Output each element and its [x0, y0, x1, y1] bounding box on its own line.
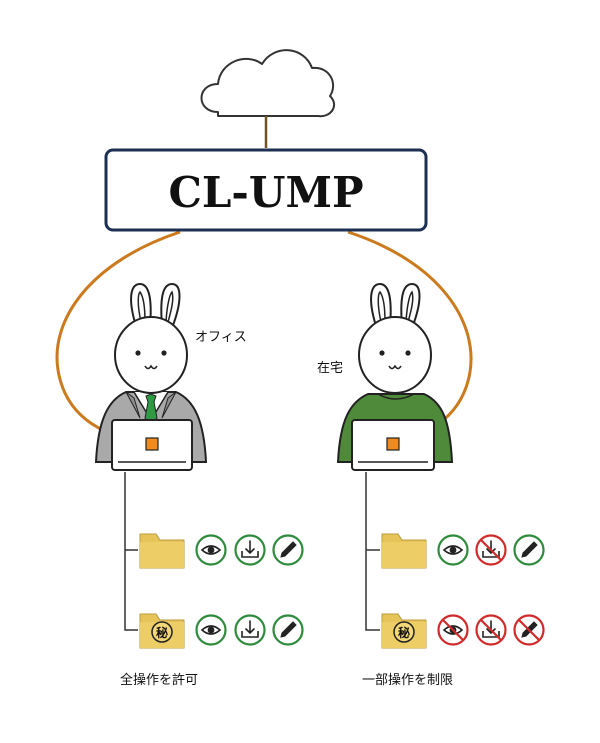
home-secret-download-denied-icon [475, 614, 507, 646]
office-normal-view-allowed-icon [195, 534, 227, 566]
home-tree [365, 472, 380, 631]
secret-stamp-icon [393, 621, 415, 643]
home-normal-view-allowed-icon [437, 534, 469, 566]
office-normal-edit-allowed-icon [272, 534, 304, 566]
home-folder-secret: 秘 [381, 613, 427, 649]
home-label: 在宅 [317, 361, 343, 376]
office-secret-download-allowed-icon [234, 614, 266, 646]
office-caption: 全操作を許可 [120, 672, 198, 688]
home-caption: 一部操作を制限 [362, 672, 453, 688]
home-secret-edit-denied-icon [513, 614, 545, 646]
home-normal-edit-allowed-icon [513, 534, 545, 566]
home-folder-normal [381, 533, 427, 569]
permission-icons [195, 534, 545, 646]
office-folder-secret: 秘 [139, 613, 185, 649]
office-secret-edit-allowed-icon [272, 614, 304, 646]
home-secret-view-denied-icon [437, 614, 469, 646]
home-laptop-port [386, 437, 400, 451]
cloud-icon [200, 49, 336, 118]
office-label: オフィス [195, 330, 247, 345]
office-folder-normal [139, 533, 185, 569]
office-laptop-port [145, 437, 159, 451]
secret-stamp-icon [151, 621, 173, 643]
home-laptop [351, 419, 435, 471]
office-secret-view-allowed-icon [195, 614, 227, 646]
home-secret-mark: 秘 [398, 625, 410, 640]
office-secret-mark: 秘 [156, 625, 168, 640]
office-laptop [111, 419, 193, 471]
home-normal-download-denied-icon [475, 534, 507, 566]
cl-ump-title: CL-UMP [168, 168, 363, 217]
cl-ump-box: CL-UMP [104, 148, 428, 232]
office-normal-download-allowed-icon [234, 534, 266, 566]
office-tree [124, 472, 138, 631]
